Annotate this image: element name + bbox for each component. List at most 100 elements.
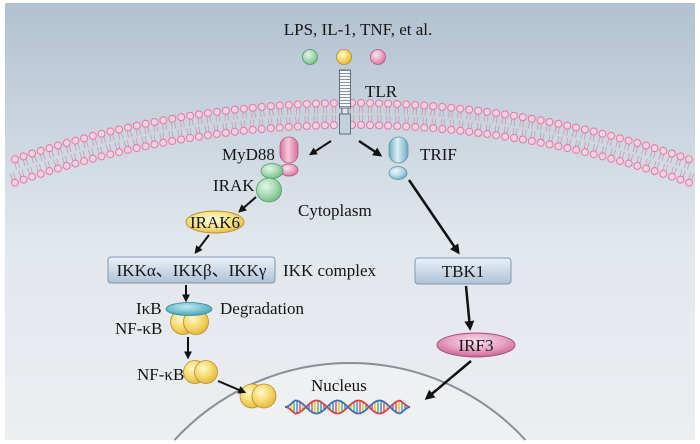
lipid-tail xyxy=(566,137,569,145)
lipid-head xyxy=(320,121,329,130)
lipid-head xyxy=(266,102,275,111)
lipid xyxy=(36,146,46,161)
lipid-head xyxy=(203,109,212,118)
tlr-intracellular-domain xyxy=(339,113,351,135)
lipid-tail xyxy=(213,124,216,132)
lipid-tail xyxy=(249,120,252,128)
lipid-head xyxy=(177,135,186,144)
lipid-tail xyxy=(389,115,391,123)
lipid-head xyxy=(563,144,572,153)
lipid-tail xyxy=(416,117,419,125)
lipid-tail xyxy=(492,115,495,123)
lipid-head xyxy=(500,110,509,119)
tlr-extracellular-domain xyxy=(339,69,351,109)
lipid-tail xyxy=(33,155,38,163)
lipid xyxy=(320,115,329,130)
lipid-tail xyxy=(138,128,142,136)
lipid-tail xyxy=(485,123,488,131)
lipid-head xyxy=(483,107,492,116)
lipid-head xyxy=(685,155,693,164)
lipid xyxy=(589,127,598,142)
lipid-tail xyxy=(39,153,43,161)
lipid xyxy=(141,119,150,134)
lipid-tail xyxy=(35,164,39,172)
lipid-tail xyxy=(126,130,129,138)
lipid xyxy=(375,99,384,114)
lipid-tail xyxy=(132,138,136,146)
lipid-tail xyxy=(627,153,631,161)
lipid-head xyxy=(45,144,54,153)
lipid-tail xyxy=(307,106,310,114)
lipid-tail xyxy=(225,122,228,130)
lipid xyxy=(456,104,465,119)
lipid-tail xyxy=(168,131,171,139)
lipid xyxy=(159,116,168,131)
lipid-head xyxy=(411,122,420,131)
lipid-tail xyxy=(515,128,518,136)
lipid-head xyxy=(607,154,616,163)
lipid-head xyxy=(293,100,302,109)
lipid xyxy=(483,123,492,139)
lipid-head xyxy=(589,150,598,159)
lipid-head xyxy=(275,101,284,110)
lipid-tail xyxy=(683,161,688,169)
lipid xyxy=(79,150,89,166)
lipid xyxy=(438,118,447,134)
nucleus-label: Nucleus xyxy=(311,376,367,395)
lipid-head xyxy=(53,164,62,173)
lipid-tail xyxy=(276,117,279,125)
lipid-tail xyxy=(513,118,516,126)
lipid xyxy=(429,118,438,133)
lipid-tail xyxy=(103,136,107,144)
lipid-tail xyxy=(159,133,162,141)
lipid-tail xyxy=(439,109,441,117)
lipid-tail xyxy=(690,173,695,181)
lipid-tail xyxy=(688,172,692,180)
lipid-head xyxy=(230,105,239,114)
lipid-tail xyxy=(647,159,652,167)
lipid-tail xyxy=(258,119,261,127)
lipid-head xyxy=(572,146,581,155)
lipid xyxy=(96,146,106,161)
lipid xyxy=(554,119,563,134)
lipid-head xyxy=(293,122,302,131)
lipid xyxy=(597,129,607,144)
lipid-head xyxy=(257,125,266,134)
lipid-tail xyxy=(51,150,55,158)
lipid-tail xyxy=(9,173,14,181)
lipid-head xyxy=(572,123,581,132)
lipid-tail xyxy=(548,134,551,142)
lipid-tail xyxy=(610,148,613,156)
lipid-tail xyxy=(521,129,524,137)
lipid-head xyxy=(168,114,177,123)
lipid-head xyxy=(667,172,676,181)
lipid-tail xyxy=(12,172,16,180)
tlr-label: TLR xyxy=(365,82,398,101)
degradation-label: Degradation xyxy=(220,299,305,318)
lipid-head xyxy=(11,155,19,164)
lipid-tail xyxy=(209,115,212,123)
lipid xyxy=(168,130,177,146)
irak6-node xyxy=(185,210,245,234)
lipid xyxy=(311,99,320,114)
lipid xyxy=(275,117,284,132)
arrow-irak6-to-ikk xyxy=(194,234,210,254)
lipid-tail xyxy=(632,145,636,153)
lipid xyxy=(221,122,230,137)
lipid-tail xyxy=(530,130,533,138)
lipid-tail xyxy=(495,116,498,124)
lipid-head xyxy=(554,142,563,151)
lipid xyxy=(676,169,686,184)
lipid-head xyxy=(19,152,28,161)
lipid xyxy=(35,163,45,178)
lipid xyxy=(203,125,212,140)
lipid-tail xyxy=(583,132,586,140)
lipid-tail xyxy=(120,131,124,139)
lipid-head xyxy=(357,99,366,108)
tbk1-label: TBK1 xyxy=(442,262,485,281)
lipid-tail xyxy=(88,149,92,157)
lipid xyxy=(411,116,420,131)
lipid-tail xyxy=(557,126,560,134)
lipid-head xyxy=(393,99,402,108)
lipid xyxy=(293,100,302,115)
